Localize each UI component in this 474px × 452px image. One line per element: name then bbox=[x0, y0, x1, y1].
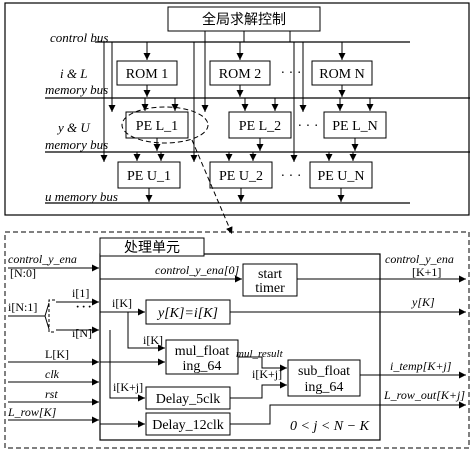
pel-2-box bbox=[228, 111, 292, 139]
svg-text:·: · bbox=[75, 299, 80, 316]
pel-n-box bbox=[323, 111, 387, 139]
yk-label: y[K]=i[K] bbox=[156, 306, 218, 321]
peu-2-box bbox=[209, 161, 273, 189]
peu-2-label: PE U_2 bbox=[219, 169, 263, 184]
mux-dots: · · · bbox=[75, 299, 92, 316]
mux-i1-label: i[1] bbox=[72, 286, 89, 300]
in-L-k: L[K] bbox=[45, 347, 69, 361]
delay12-label: Delay_12clk bbox=[152, 418, 224, 433]
in-L-row: L_row[K] bbox=[7, 405, 57, 419]
delay5-label: Delay_5clk bbox=[156, 392, 221, 407]
wire-delay5-to-sub bbox=[230, 381, 287, 399]
rom-1-label: ROM 1 bbox=[126, 67, 168, 82]
top-frame bbox=[4, 2, 470, 216]
start-timer-block bbox=[242, 263, 298, 297]
lbl-ikj-1: i[K+j] bbox=[113, 380, 143, 394]
mux-arrows bbox=[56, 298, 99, 334]
mul-label-2: ing_64 bbox=[183, 359, 222, 374]
mul-block bbox=[165, 339, 239, 375]
peu-n-box bbox=[309, 161, 373, 189]
sub-label-2: ing_64 bbox=[305, 380, 344, 395]
mux-in-label: i[N] bbox=[72, 326, 92, 340]
control-to-peu-arrows bbox=[100, 42, 298, 162]
yu-bus-label: y & U bbox=[56, 120, 91, 135]
in-i-range: i[N:1] bbox=[8, 300, 37, 314]
peu-1-box bbox=[117, 161, 181, 189]
out-L-row-out: L_row_out[K+j] bbox=[383, 388, 465, 402]
peu-1-label: PE U_1 bbox=[127, 169, 171, 184]
pel-to-yubus-arrows bbox=[153, 138, 359, 151]
start-timer-label-2: timer bbox=[255, 281, 285, 296]
wire-delay12-out bbox=[230, 401, 466, 425]
yk-block bbox=[145, 299, 231, 325]
zoom-arrow bbox=[191, 139, 233, 235]
yu-memory-bus-label: memory bus bbox=[45, 137, 108, 152]
ilbus-to-pel-arrows bbox=[141, 98, 374, 111]
rom-1-box bbox=[116, 60, 178, 86]
processing-unit-box bbox=[99, 253, 381, 441]
sub-label-1: sub_float bbox=[298, 364, 350, 379]
rom-n-box bbox=[311, 60, 373, 86]
rom-n-label: ROM N bbox=[319, 67, 365, 82]
rom-2-box bbox=[209, 60, 271, 86]
global-controller-label: 全局求解控制 bbox=[202, 11, 286, 28]
mux-bracket bbox=[48, 299, 55, 333]
out-control-y-ena-range: [K+1] bbox=[412, 265, 441, 279]
lbl-ikj-2: i[K+j] bbox=[252, 367, 282, 381]
in-clk: clk bbox=[45, 367, 60, 381]
control-to-rom-arrows bbox=[143, 42, 346, 60]
pel-ellipsis: · · · bbox=[298, 119, 319, 134]
mux-in-i1 bbox=[44, 302, 50, 317]
peu-n-label: PE U_N bbox=[317, 169, 364, 184]
in-control-y-ena-range: [N:0] bbox=[10, 266, 36, 280]
lbl-iK-2: i[K] bbox=[143, 333, 163, 347]
svg-text:·: · bbox=[81, 299, 86, 316]
peu-ellipsis: · · · bbox=[281, 169, 302, 184]
in-control-y-ena: control_y_ena bbox=[8, 252, 77, 266]
control-bus-label: control bus bbox=[50, 30, 108, 45]
sub-block bbox=[287, 359, 361, 397]
in-rst: rst bbox=[45, 387, 58, 401]
lbl-mul-result: mul_result bbox=[236, 348, 284, 360]
unit-title-box bbox=[99, 237, 205, 257]
wire-ikj-to-delay5 bbox=[109, 330, 145, 402]
rom-to-bus-arrows bbox=[143, 85, 346, 97]
pel-1-highlight bbox=[121, 106, 209, 144]
pel-n-label: PE L_N bbox=[332, 119, 378, 134]
lbl-iK-1: i[K] bbox=[112, 296, 132, 310]
controller-links bbox=[204, 31, 291, 42]
out-control-y-ena: control_y_ena bbox=[385, 252, 454, 266]
peu-to-ubus-arrows bbox=[145, 188, 345, 202]
svg-text:·: · bbox=[87, 299, 92, 316]
il-bus-label: i & L bbox=[60, 66, 87, 81]
condition-label: 0 < j < N − K bbox=[290, 419, 370, 434]
mul-label-1: mul_float bbox=[175, 344, 230, 359]
yubus-to-peu-arrows bbox=[133, 152, 357, 161]
rom-ellipsis: · · · bbox=[281, 66, 302, 81]
control-to-pel-arrows bbox=[108, 42, 307, 112]
mux-in-in bbox=[44, 315, 50, 330]
wire-mul-to-sub bbox=[238, 356, 287, 372]
il-memory-bus-label: memory bus bbox=[45, 82, 108, 97]
unit-title: 处理单元 bbox=[124, 240, 180, 256]
pel-1-label: PE L_1 bbox=[136, 119, 178, 134]
pel-2-label: PE L_2 bbox=[239, 119, 281, 134]
lbl-control-y-ena-0: control_y_ena[0] bbox=[155, 263, 240, 277]
out-i-temp: i_temp[K+j] bbox=[390, 359, 452, 373]
out-yK: y[K] bbox=[411, 295, 435, 309]
wire-iK-to-mul bbox=[127, 312, 165, 352]
rom-2-label: ROM 2 bbox=[219, 67, 261, 82]
detail-frame bbox=[4, 231, 470, 449]
u-memory-bus-label: u memory bus bbox=[45, 189, 118, 204]
start-timer-label-1: start bbox=[258, 267, 282, 282]
